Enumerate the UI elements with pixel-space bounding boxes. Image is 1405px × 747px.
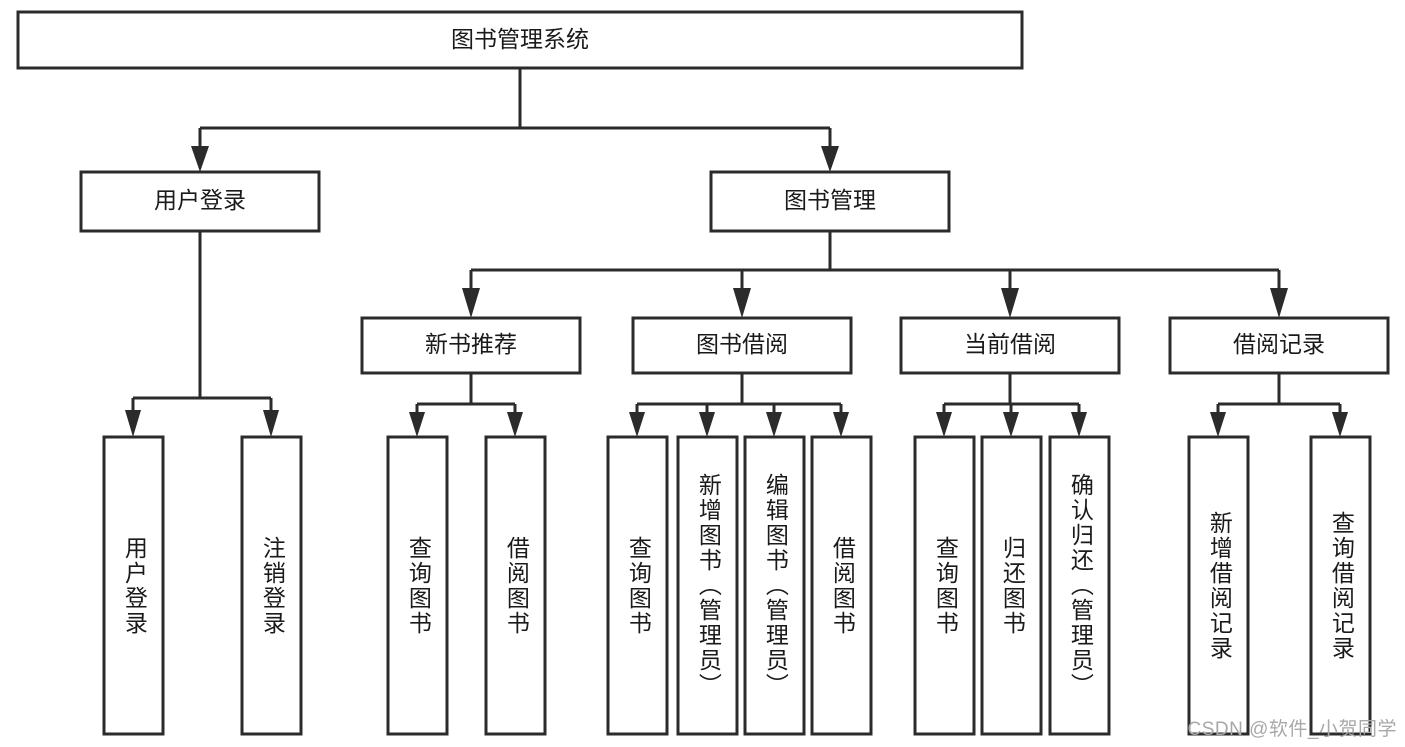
node-leaf-confirm-return-admin-box[interactable] bbox=[1048, 435, 1111, 736]
arrow-head-leaf-query-borrow-record bbox=[1332, 412, 1348, 437]
node-user-login-label: 用户登录 bbox=[154, 187, 246, 213]
node-leaf-query-book-current-box[interactable] bbox=[913, 435, 976, 736]
arrow-head-leaf-edit-book-admin bbox=[766, 412, 782, 437]
node-user-login[interactable] bbox=[79, 170, 321, 233]
node-leaf-add-borrow-record-box[interactable] bbox=[1187, 435, 1250, 736]
node-book-borrow-box[interactable] bbox=[631, 316, 853, 375]
node-current-borrow[interactable] bbox=[899, 316, 1121, 375]
arrow-head-leaf-borrow-book bbox=[833, 412, 849, 437]
connector-group-root-to-level2 bbox=[191, 68, 839, 172]
arrow-head-leaf-confirm-return-admin bbox=[1071, 412, 1087, 437]
arrow-head-leaf-borrow-book-rec bbox=[507, 412, 523, 437]
node-book-borrow[interactable] bbox=[631, 316, 853, 375]
node-leaf-borrow-book-rec-box[interactable] bbox=[484, 435, 547, 736]
arrow-head-leaf-return-book bbox=[1003, 412, 1019, 437]
node-book-borrow-label: 图书借阅 bbox=[696, 331, 788, 357]
arrow-head-book-borrow bbox=[733, 288, 751, 318]
node-borrow-record-label: 借阅记录 bbox=[1233, 331, 1325, 357]
node-new-book-rec-box[interactable] bbox=[360, 316, 582, 375]
arrow-head-leaf-user-logout bbox=[263, 410, 279, 437]
node-book-manage-box[interactable] bbox=[709, 170, 951, 233]
arrow-head-book-manage bbox=[821, 146, 839, 172]
arrow-head-leaf-add-borrow-record bbox=[1210, 412, 1226, 437]
connector-group-bookmanage-to-level3 bbox=[462, 231, 1288, 318]
node-leaf-edit-book-admin-box[interactable] bbox=[743, 435, 806, 736]
node-user-login-box[interactable] bbox=[79, 170, 321, 233]
arrow-head-leaf-query-book-rec bbox=[409, 412, 425, 437]
node-leaf-user-logout-box[interactable] bbox=[240, 435, 303, 736]
connector-group-userlogin-to-leaves bbox=[125, 231, 279, 437]
node-leaf-query-borrow-record-box[interactable] bbox=[1309, 435, 1372, 736]
arrow-head-current-borrow bbox=[1001, 288, 1019, 318]
node-root[interactable] bbox=[16, 10, 1024, 70]
arrow-head-new-book-rec bbox=[462, 288, 480, 318]
arrow-head-user-login bbox=[191, 146, 209, 172]
node-leaf-user-login-box[interactable] bbox=[102, 435, 165, 736]
node-book-manage-label: 图书管理 bbox=[784, 187, 876, 213]
node-root-box[interactable] bbox=[16, 10, 1024, 70]
watermark-text: CSDN @软件_小贺同学 bbox=[1187, 719, 1397, 740]
connector-group-borrowrecord-to-leaves bbox=[1210, 373, 1348, 437]
node-borrow-record-box[interactable] bbox=[1168, 316, 1390, 375]
node-leaf-return-book-box[interactable] bbox=[980, 435, 1043, 736]
node-leaf-query-book-borrow-box[interactable] bbox=[606, 435, 669, 736]
arrow-head-leaf-add-book-admin bbox=[699, 412, 715, 437]
node-current-borrow-label: 当前借阅 bbox=[964, 331, 1056, 357]
node-book-manage[interactable] bbox=[709, 170, 951, 233]
node-root-label: 图书管理系统 bbox=[451, 26, 589, 52]
connector-group-newbookrec-to-leaves bbox=[409, 373, 523, 437]
arrow-head-borrow-record bbox=[1270, 288, 1288, 318]
node-new-book-rec-label: 新书推荐 bbox=[425, 331, 517, 357]
node-leaf-add-book-admin-box[interactable] bbox=[676, 435, 739, 736]
node-leaf-query-book-rec-box[interactable] bbox=[386, 435, 449, 736]
node-new-book-rec[interactable] bbox=[360, 316, 582, 375]
node-leaf-borrow-book-box[interactable] bbox=[810, 435, 873, 736]
arrow-head-leaf-query-book-current bbox=[936, 412, 952, 437]
connector-group-bookborrow-to-leaves bbox=[629, 373, 849, 437]
node-borrow-record[interactable] bbox=[1168, 316, 1390, 375]
node-current-borrow-box[interactable] bbox=[899, 316, 1121, 375]
connector-group-currentborrow-to-leaves bbox=[936, 373, 1087, 437]
arrow-head-leaf-user-login bbox=[125, 410, 141, 437]
arrow-head-leaf-query-book-borrow bbox=[629, 412, 645, 437]
